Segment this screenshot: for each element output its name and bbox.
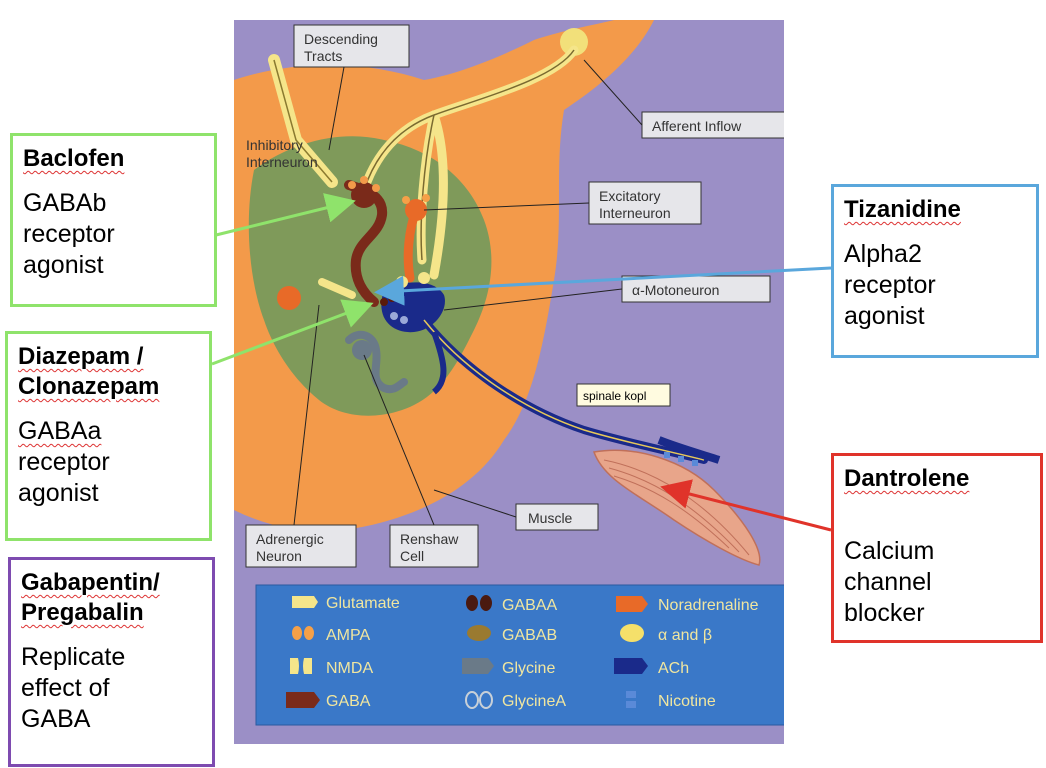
drug-desc-dantrolene: Calcium channel blocker: [844, 537, 935, 627]
label-muscle: Muscle: [515, 503, 599, 531]
ach-icon: [614, 658, 648, 674]
legend: Glutamate AMPA NMDA GABA GABAA GABAB Gly…: [255, 584, 784, 726]
dantrolene-arrow: [660, 479, 832, 532]
drug-name-diazepam: Diazepam / Clonazepam: [18, 343, 160, 400]
legend-label-glycine-a: GlycineA: [502, 693, 566, 710]
callout-gabapentin: Gabapentin/ Pregabalin Replicate effect …: [8, 557, 215, 767]
ampa-icon: [292, 626, 314, 640]
gaba-b-icon: [467, 625, 491, 641]
svg-text:Tracts: Tracts: [304, 48, 342, 64]
nicotine-icon: [626, 691, 636, 708]
callout-baclofen: Baclofen GABAb receptor agonist: [10, 133, 217, 307]
noradrenaline-icon: [616, 596, 648, 612]
callout-tizanidine: Tizanidine Alpha2 receptor agonist: [831, 184, 1039, 358]
legend-label-nmda: NMDA: [326, 660, 373, 677]
svg-text:Renshaw: Renshaw: [400, 531, 459, 547]
legend-label-ampa: AMPA: [326, 627, 370, 644]
glutamate-icon: [292, 596, 318, 608]
legend-label-noradrenaline: Noradrenaline: [658, 597, 759, 614]
svg-text:α-Motoneuron: α-Motoneuron: [632, 282, 719, 298]
svg-text:Inhibitory: Inhibitory: [246, 137, 303, 153]
spinal-cord-gray-matter: [248, 136, 492, 416]
label-alpha-motoneuron: α-Motoneuron: [621, 275, 771, 303]
svg-text:Adrenergic: Adrenergic: [256, 531, 324, 547]
drug-name-baclofen: Baclofen: [23, 145, 125, 172]
callout-dantrolene: Dantrolene Calcium channel blocker: [831, 453, 1043, 643]
renshaw-cell: [345, 330, 408, 394]
svg-text:Cell: Cell: [400, 548, 424, 564]
svg-text:spinale kopl: spinale kopl: [583, 389, 646, 403]
drug-name-dantrolene: Dantrolene: [844, 465, 970, 492]
legend-label-gaba-b: GABAB: [502, 627, 557, 644]
orange-nucleus: [277, 286, 301, 310]
nmda-icon: [290, 658, 312, 674]
legend-label-glutamate: Glutamate: [326, 595, 400, 612]
diazepam-arrow: [211, 299, 374, 366]
legend-label-gaba: GABA: [326, 693, 371, 710]
svg-text:Neuron: Neuron: [256, 548, 302, 564]
svg-text:Muscle: Muscle: [528, 510, 573, 526]
svg-text:Afferent Inflow: Afferent Inflow: [652, 118, 742, 134]
label-descending-tracts: Descending Tracts: [293, 24, 410, 68]
label-adrenergic-neuron: Adrenergic Neuron: [245, 524, 357, 568]
drug-name-tizanidine: Tizanidine: [844, 196, 961, 223]
svg-text:Descending: Descending: [304, 31, 378, 47]
label-excitatory-interneuron: Excitatory Interneuron: [588, 181, 702, 225]
callout-diazepam: Diazepam / Clonazepam GABAa receptor ago…: [5, 331, 212, 541]
drug-desc-gabapentin: Replicate effect of GABA: [21, 643, 126, 733]
alpha-beta-icon: [620, 624, 644, 642]
legend-label-ach: ACh: [658, 660, 689, 677]
tizanidine-arrow: [374, 266, 832, 306]
gaba-icon: [286, 692, 320, 708]
legend-label-gaba-a: GABAA: [502, 597, 557, 614]
drug-name-gabapentin: Gabapentin/ Pregabalin: [21, 569, 160, 626]
legend-label-alpha-beta: α and β: [658, 627, 712, 644]
svg-text:Interneuron: Interneuron: [246, 154, 318, 170]
dorsal-ganglion: [560, 28, 588, 56]
svg-text:Excitatory: Excitatory: [599, 188, 660, 204]
label-inhibitory-interneuron: Inhibitory Interneuron: [246, 137, 318, 170]
gaba-a-icon: [466, 595, 492, 611]
glycine-a-icon: [465, 691, 493, 709]
glycine-icon: [462, 658, 494, 674]
legend-label-glycine: Glycine: [502, 660, 555, 677]
drug-desc-tizanidine: Alpha2 receptor agonist: [844, 240, 936, 330]
svg-text:Interneuron: Interneuron: [599, 205, 671, 221]
baclofen-arrow: [211, 193, 356, 238]
drug-desc-diazepam: GABAa receptor agonist: [18, 417, 110, 507]
label-spinale-kopl: spinale kopl: [576, 383, 671, 407]
drug-desc-baclofen: GABAb receptor agonist: [23, 189, 115, 279]
label-renshaw-cell: Renshaw Cell: [389, 524, 479, 568]
legend-label-nicotine: Nicotine: [658, 693, 716, 710]
